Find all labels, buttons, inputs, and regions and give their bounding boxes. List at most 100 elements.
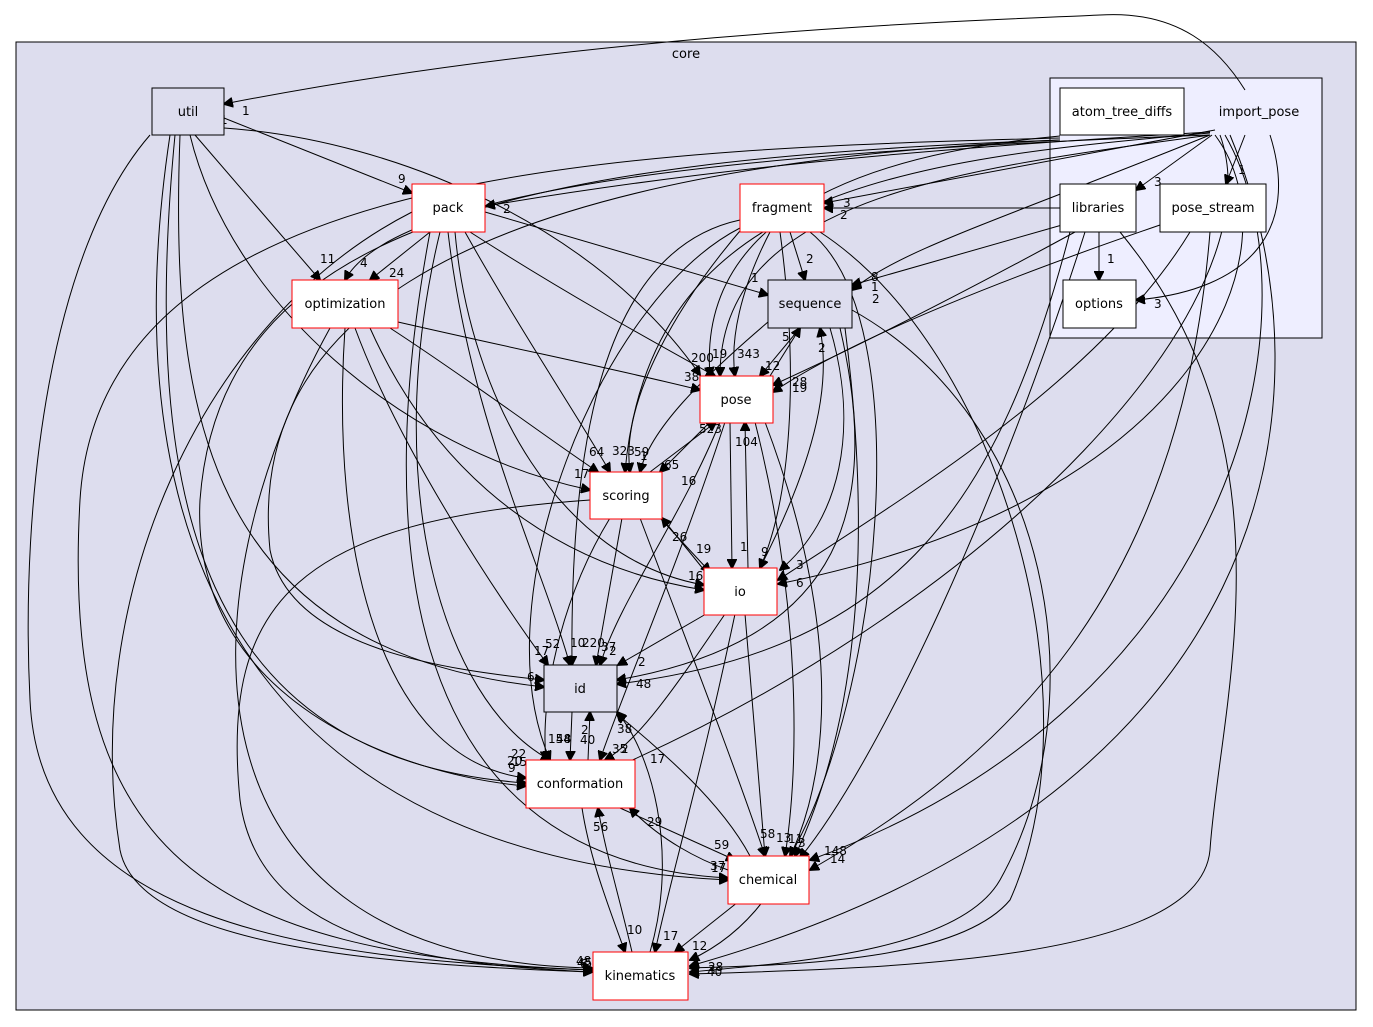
- edge-label[interactable]: 3: [796, 558, 804, 572]
- edge-label[interactable]: 10: [570, 636, 585, 650]
- edge-label[interactable]: 3: [1154, 175, 1162, 189]
- edge-label[interactable]: 11: [320, 252, 335, 266]
- edge-label[interactable]: 48: [556, 732, 571, 746]
- edge-label[interactable]: 323: [612, 444, 635, 458]
- edge-label[interactable]: 343: [737, 347, 760, 361]
- edge-label[interactable]: 2: [818, 341, 826, 355]
- edge-label[interactable]: 26: [672, 530, 687, 544]
- edge-label[interactable]: 35: [612, 742, 627, 756]
- edge-label[interactable]: 10: [627, 923, 642, 937]
- edge-label[interactable]: 154: [548, 732, 571, 746]
- edge-label[interactable]: 6: [796, 576, 804, 590]
- edge-label[interactable]: 2: [503, 202, 511, 216]
- node-pack[interactable]: pack: [411, 183, 486, 233]
- edge-label[interactable]: 4: [360, 256, 368, 270]
- edge-label[interactable]: 1: [740, 540, 748, 554]
- edge-label[interactable]: 38: [684, 370, 699, 384]
- edge-label[interactable]: 1: [1107, 252, 1115, 266]
- edge-label[interactable]: 523: [699, 422, 722, 436]
- node-io[interactable]: io: [703, 567, 778, 616]
- edge-label[interactable]: 22: [511, 747, 526, 761]
- edge-label[interactable]: 24: [389, 266, 404, 280]
- edge-label[interactable]: 17: [534, 644, 549, 658]
- edge-label[interactable]: 6: [580, 957, 588, 971]
- edge-label[interactable]: 17: [663, 929, 678, 943]
- edge-label[interactable]: 19: [792, 381, 807, 395]
- edge-label[interactable]: 1: [242, 104, 250, 118]
- edge-label[interactable]: 1: [1238, 163, 1246, 177]
- edge-label[interactable]: 15: [512, 755, 527, 769]
- edge-label[interactable]: 3: [708, 963, 716, 977]
- edge-label[interactable]: 52: [545, 637, 560, 651]
- edge-label[interactable]: 14: [830, 852, 845, 866]
- node-util[interactable]: util: [151, 87, 225, 136]
- edge-label[interactable]: 17: [574, 467, 589, 481]
- edge-label[interactable]: 1: [640, 449, 648, 463]
- edge-label[interactable]: 2: [806, 252, 814, 266]
- edge-label[interactable]: 2: [621, 742, 629, 756]
- edge-label[interactable]: 2: [609, 644, 617, 658]
- node-options[interactable]: options: [1062, 279, 1137, 329]
- edge-label[interactable]: 19: [696, 542, 711, 556]
- edge-label[interactable]: 148: [824, 844, 847, 858]
- edge-label[interactable]: 48: [576, 954, 591, 968]
- node-sequence[interactable]: sequence: [767, 279, 853, 329]
- edge-label[interactable]: 11: [788, 832, 803, 846]
- edge-label[interactable]: 2: [581, 723, 589, 737]
- edge-label[interactable]: 28: [792, 375, 807, 389]
- node-pose-stream[interactable]: pose_stream: [1159, 183, 1267, 233]
- edge-label[interactable]: 200: [691, 351, 714, 365]
- node-libraries[interactable]: libraries: [1059, 183, 1137, 233]
- cluster-import-pose-label[interactable]: import_pose: [1219, 105, 1299, 120]
- node-atom-tree-diffs[interactable]: atom_tree_diffs: [1059, 87, 1185, 136]
- edge-label[interactable]: 1: [871, 280, 879, 294]
- edge-label[interactable]: 9: [398, 172, 406, 186]
- edge-label[interactable]: 19: [712, 347, 727, 361]
- edge-label[interactable]: 40: [707, 965, 722, 979]
- edge-label[interactable]: 9: [761, 545, 769, 559]
- edge-label[interactable]: 3: [798, 836, 806, 850]
- edge-label[interactable]: 45: [577, 956, 592, 970]
- edge-label[interactable]: 104: [735, 435, 758, 449]
- edge-label[interactable]: 8: [871, 270, 879, 284]
- edge-label[interactable]: 48: [636, 677, 651, 691]
- edge-label[interactable]: 17: [711, 861, 726, 875]
- edge-label[interactable]: 17: [650, 752, 665, 766]
- edge-label[interactable]: 59: [634, 445, 649, 459]
- edge-label[interactable]: 16: [681, 474, 696, 488]
- edge-label[interactable]: 29: [647, 815, 662, 829]
- edge-label[interactable]: 20: [507, 754, 522, 768]
- node-optimization[interactable]: optimization: [291, 279, 399, 329]
- edge-label[interactable]: 37: [710, 859, 725, 873]
- node-conformation[interactable]: conformation: [525, 759, 636, 809]
- node-kinematics[interactable]: kinematics: [592, 951, 689, 1001]
- edge-label[interactable]: 37: [601, 640, 616, 654]
- edge-label[interactable]: 3: [843, 196, 851, 210]
- edge-label[interactable]: 6: [527, 670, 535, 684]
- edge-label[interactable]: 9: [508, 761, 516, 775]
- edge-label[interactable]: 2: [638, 655, 646, 669]
- node-fragment[interactable]: fragment: [739, 183, 825, 233]
- edge-label[interactable]: 2: [840, 208, 848, 222]
- edge-label[interactable]: 16: [688, 569, 703, 583]
- edge-label[interactable]: 1: [751, 271, 759, 285]
- node-id[interactable]: id: [543, 664, 618, 713]
- edge-label[interactable]: 5: [782, 330, 790, 344]
- node-chemical[interactable]: chemical: [727, 855, 810, 905]
- edge-label[interactable]: 12: [765, 359, 780, 373]
- edge-label[interactable]: 38: [617, 722, 632, 736]
- edge-label[interactable]: 58: [760, 827, 775, 841]
- edge-label[interactable]: 3: [1154, 297, 1162, 311]
- edge-label[interactable]: 28: [708, 960, 723, 974]
- edge-label[interactable]: 56: [593, 820, 608, 834]
- edge-label[interactable]: 59: [714, 838, 729, 852]
- edge-label[interactable]: 40: [580, 733, 595, 747]
- edge-label[interactable]: 12: [692, 939, 707, 953]
- node-scoring[interactable]: scoring: [589, 471, 663, 520]
- edge-label[interactable]: 220: [582, 636, 605, 650]
- edge-label[interactable]: 13: [776, 831, 791, 845]
- node-pose[interactable]: pose: [699, 375, 774, 424]
- edge-label[interactable]: 2: [872, 292, 880, 306]
- edge-label[interactable]: 64: [589, 445, 604, 459]
- edge-label[interactable]: 65: [664, 458, 679, 472]
